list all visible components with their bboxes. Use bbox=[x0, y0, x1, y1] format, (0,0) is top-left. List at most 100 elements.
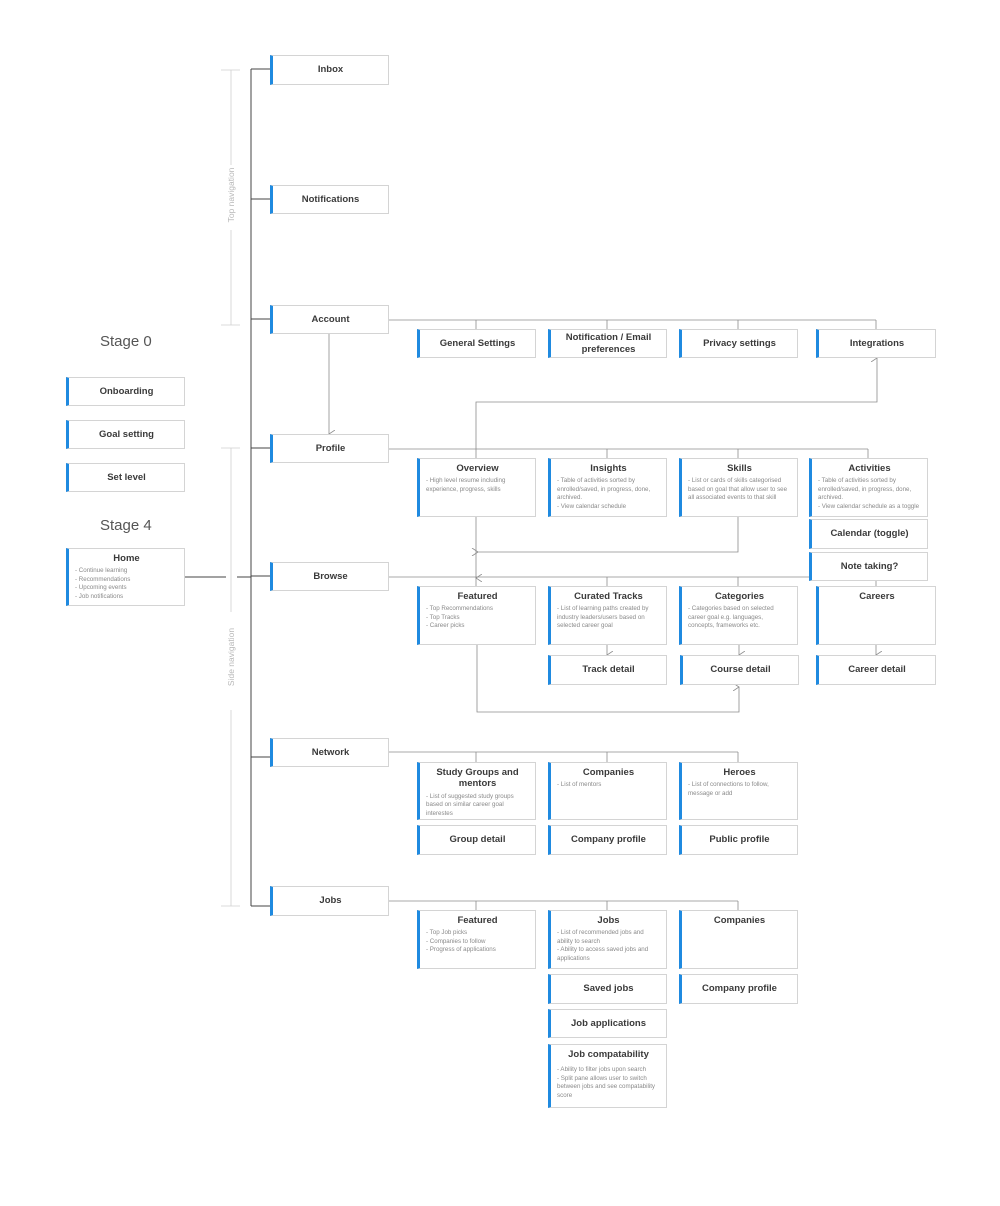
public-profile-label: Public profile bbox=[709, 834, 770, 846]
integrations-label: Integrations bbox=[849, 337, 905, 349]
jobs-list-node[interactable]: Jobs - List of recommended jobs and abil… bbox=[548, 910, 667, 969]
insights-desc: - Table of activities sorted by enrolled… bbox=[557, 477, 660, 511]
browse-node[interactable]: Browse bbox=[270, 562, 389, 591]
job-compatability-desc-line: - Split pane allows user to switch betwe… bbox=[557, 1074, 656, 1100]
jobs-label: Jobs bbox=[319, 895, 342, 907]
heroes-node[interactable]: Heroes - List of connections to follow, … bbox=[679, 762, 798, 820]
study-groups-title: Study Groups and mentors bbox=[436, 767, 519, 790]
goal-setting-node[interactable]: Goal setting bbox=[66, 420, 185, 449]
jobs-companies-title: Companies bbox=[713, 915, 766, 926]
jobs-company-profile-label: Company profile bbox=[702, 983, 777, 995]
career-detail-label: Career detail bbox=[848, 664, 906, 676]
careers-title: Careers bbox=[859, 591, 895, 602]
browse-label: Browse bbox=[313, 570, 348, 582]
calendar-toggle-node[interactable]: Calendar (toggle) bbox=[809, 519, 928, 549]
overview-desc: - High level resume including experience… bbox=[426, 477, 529, 494]
network-companies-desc: - List of mentors bbox=[557, 781, 660, 790]
insights-desc-line: - View calendar schedule bbox=[557, 503, 627, 511]
overview-title: Overview bbox=[456, 463, 499, 474]
course-detail-node[interactable]: Course detail bbox=[680, 655, 799, 685]
network-companies-node[interactable]: Companies - List of mentors bbox=[548, 762, 667, 820]
careers-node[interactable]: Careers bbox=[816, 586, 936, 645]
profile-node[interactable]: Profile bbox=[270, 434, 389, 463]
notifications-node[interactable]: Notifications bbox=[270, 185, 389, 214]
onboarding-node[interactable]: Onboarding bbox=[66, 377, 185, 406]
categories-desc: - Categories based on selected career go… bbox=[688, 605, 791, 631]
track-detail-label: Track detail bbox=[582, 664, 635, 676]
general-settings-node[interactable]: General Settings bbox=[417, 329, 536, 358]
activities-node[interactable]: Activities - Table of activities sorted … bbox=[809, 458, 928, 517]
group-detail-label: Group detail bbox=[449, 834, 506, 846]
browse-featured-desc-line: - Top Recommendations bbox=[426, 605, 493, 613]
overview-desc-line: - High level resume including experience… bbox=[426, 477, 506, 493]
notification-email-preferences-label: Notification / Email preferences bbox=[565, 332, 652, 355]
onboarding-label: Onboarding bbox=[99, 385, 154, 397]
jobs-list-desc: - List of recommended jobs and ability t… bbox=[557, 929, 660, 963]
study-groups-desc: - List of suggested study groups based o… bbox=[426, 793, 529, 819]
inbox-node[interactable]: Inbox bbox=[270, 55, 389, 85]
activities-desc-line: - Table of activities sorted by enrolled… bbox=[818, 477, 912, 502]
public-profile-node[interactable]: Public profile bbox=[679, 825, 798, 855]
saved-jobs-label: Saved jobs bbox=[583, 983, 634, 995]
profile-label: Profile bbox=[315, 442, 346, 454]
stage-4-title: Stage 4 bbox=[100, 517, 152, 534]
categories-node[interactable]: Categories - Categories based on selecte… bbox=[679, 586, 798, 645]
account-node[interactable]: Account bbox=[270, 305, 389, 334]
network-node[interactable]: Network bbox=[270, 738, 389, 767]
note-taking-node[interactable]: Note taking? bbox=[809, 552, 928, 581]
activities-desc-line: - View calendar schedule as a toggle bbox=[818, 503, 920, 511]
browse-featured-node[interactable]: Featured - Top Recommendations - Top Tra… bbox=[417, 586, 536, 645]
study-groups-node[interactable]: Study Groups and mentors - List of sugge… bbox=[417, 762, 536, 820]
notification-email-preferences-node[interactable]: Notification / Email preferences bbox=[548, 329, 667, 358]
activities-desc: - Table of activities sorted by enrolled… bbox=[818, 477, 921, 511]
skills-desc: - List or cards of skills categorised ba… bbox=[688, 477, 791, 503]
jobs-list-desc-line: - Ability to access saved jobs and appli… bbox=[557, 946, 649, 963]
side-navigation-label: Side navigation bbox=[226, 627, 236, 687]
overview-node[interactable]: Overview - High level resume including e… bbox=[417, 458, 536, 517]
activities-title: Activities bbox=[848, 463, 891, 474]
home-title: Home bbox=[113, 553, 140, 564]
saved-jobs-node[interactable]: Saved jobs bbox=[548, 974, 667, 1004]
inbox-label: Inbox bbox=[317, 64, 344, 76]
top-navigation-label: Top navigation bbox=[226, 167, 236, 223]
jobs-companies-node[interactable]: Companies bbox=[679, 910, 798, 969]
job-applications-node[interactable]: Job applications bbox=[548, 1009, 667, 1038]
curated-tracks-title: Curated Tracks bbox=[574, 591, 643, 602]
notifications-label: Notifications bbox=[301, 193, 360, 205]
home-desc-line: - Recommendations bbox=[75, 575, 131, 583]
jobs-list-title: Jobs bbox=[597, 915, 620, 926]
categories-desc-line: - Categories based on selected career go… bbox=[688, 605, 774, 630]
network-company-profile-label: Company profile bbox=[571, 834, 646, 846]
home-desc-line: - Upcoming events bbox=[75, 584, 127, 592]
group-detail-node[interactable]: Group detail bbox=[417, 825, 536, 855]
career-detail-node[interactable]: Career detail bbox=[816, 655, 936, 685]
job-applications-label: Job applications bbox=[571, 1017, 646, 1029]
privacy-settings-node[interactable]: Privacy settings bbox=[679, 329, 798, 358]
home-desc-line: - Job notifications bbox=[75, 593, 124, 601]
study-groups-desc-line: - List of suggested study groups based o… bbox=[426, 792, 514, 817]
home-node[interactable]: Home - Continue learning - Recommendatio… bbox=[66, 548, 185, 606]
curated-tracks-desc: - List of learning paths created by indu… bbox=[557, 605, 660, 631]
jobs-company-profile-node[interactable]: Company profile bbox=[679, 974, 798, 1004]
job-compatability-node[interactable]: Job compatability - Ability to filter jo… bbox=[548, 1044, 667, 1108]
integrations-node[interactable]: Integrations bbox=[816, 329, 936, 358]
insights-node[interactable]: Insights - Table of activities sorted by… bbox=[548, 458, 667, 517]
categories-title: Categories bbox=[714, 591, 765, 602]
home-desc: - Continue learning - Recommendations - … bbox=[75, 567, 178, 601]
stage-0-title: Stage 0 bbox=[100, 333, 152, 350]
network-label: Network bbox=[311, 746, 350, 758]
insights-title: Insights bbox=[590, 463, 627, 474]
track-detail-node[interactable]: Track detail bbox=[548, 655, 667, 685]
jobs-featured-desc-line: - Companies to follow bbox=[426, 937, 486, 945]
privacy-settings-label: Privacy settings bbox=[703, 337, 776, 349]
general-settings-label: General Settings bbox=[439, 337, 516, 349]
curated-tracks-node[interactable]: Curated Tracks - List of learning paths … bbox=[548, 586, 667, 645]
jobs-featured-node[interactable]: Featured - Top Job picks - Companies to … bbox=[417, 910, 536, 969]
skills-node[interactable]: Skills - List or cards of skills categor… bbox=[679, 458, 798, 517]
network-companies-title: Companies bbox=[582, 767, 635, 778]
home-desc-line: - Continue learning bbox=[75, 567, 128, 575]
jobs-node[interactable]: Jobs bbox=[270, 886, 389, 916]
network-company-profile-node[interactable]: Company profile bbox=[548, 825, 667, 855]
course-detail-label: Course detail bbox=[710, 664, 771, 676]
set-level-node[interactable]: Set level bbox=[66, 463, 185, 492]
